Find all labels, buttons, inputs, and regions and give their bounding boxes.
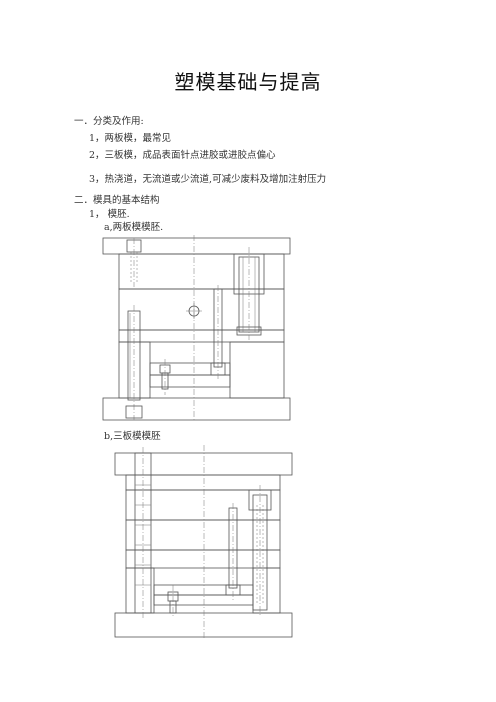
- figure-b-caption: b,三板模模胚: [104, 431, 161, 442]
- section2-heading: 二．模具的基本结构: [74, 195, 160, 206]
- section1-heading: 一．分类及作用:: [74, 116, 144, 127]
- figure-a-caption: a,两板模模胚.: [104, 222, 164, 233]
- list-item: 1，两板模，最常见: [89, 133, 172, 144]
- list-item: 3，热浇道，无流道或少流道,可减少废料及增加注射压力: [89, 174, 327, 185]
- list-item: 1， 模胚.: [89, 209, 130, 220]
- two-plate-mold-base-drawing: [100, 235, 295, 421]
- three-plate-mold-base-drawing: [112, 445, 297, 638]
- page-title: 塑模基础与提高: [174, 70, 322, 94]
- list-item: 2，三板模，成品表面针点进胶或进胶点偏心: [89, 150, 276, 161]
